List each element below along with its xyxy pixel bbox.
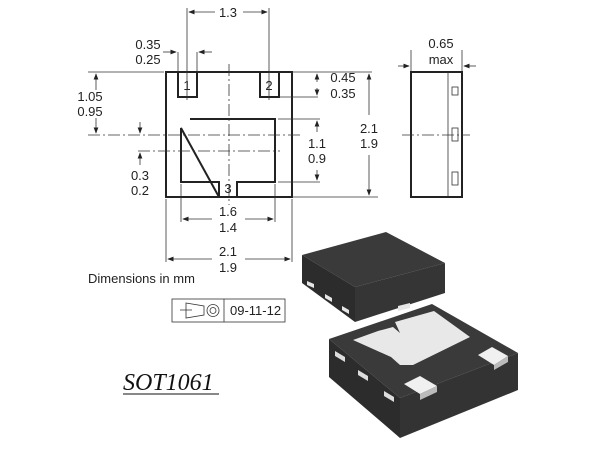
dim-thickness-label: max (429, 52, 454, 67)
dim-pin-length-min: 0.35 (330, 86, 355, 101)
projection-circle-icon (206, 304, 220, 317)
pin-2-pad (259, 71, 280, 98)
units-note: Dimensions in mm (88, 271, 195, 286)
side-body-outline (410, 71, 463, 198)
dim-notch-max: 0.3 (131, 168, 149, 183)
side-view: 0.65 max (398, 36, 476, 198)
side-pin (451, 127, 459, 142)
dim-body-length-min: 1.9 (360, 136, 378, 151)
dimension-lines (88, 8, 378, 262)
dim-pin-length-max: 0.45 (330, 70, 355, 85)
dim-pad-offset-min: 0.95 (77, 104, 102, 119)
package-title: SOT1061 (123, 370, 214, 396)
dim-pad-width-min: 1.4 (219, 220, 237, 235)
dim-pad-height-max: 1.1 (308, 136, 326, 151)
dim-pad-height-min: 0.9 (308, 151, 326, 166)
dim-body-width-min: 1.9 (219, 260, 237, 275)
dim-pin-width-max: 0.35 (135, 37, 160, 52)
dim-pad-width-max: 1.6 (219, 204, 237, 219)
bottom-view: 1 2 3 (88, 64, 300, 205)
dim-pin-pitch: 1.3 (219, 5, 237, 20)
projection-cone-icon (180, 302, 205, 319)
dim-body-width-max: 2.1 (219, 244, 237, 259)
pin-1-pad (177, 71, 198, 98)
pin-3-label: 3 (224, 181, 231, 196)
dim-thickness-value: 0.65 (428, 36, 453, 51)
revision-date: 09-11-12 (230, 303, 281, 318)
side-pin (451, 171, 459, 186)
package-3d-top (302, 232, 445, 322)
side-pin (451, 86, 459, 96)
package-3d-bottom (329, 304, 518, 438)
dim-pad-offset-max: 1.05 (77, 89, 102, 104)
dim-body-length-max: 2.1 (360, 121, 378, 136)
dim-pin-width-min: 0.25 (135, 52, 160, 67)
projection-symbol-box: 09-11-12 (171, 298, 286, 323)
dim-notch-min: 0.2 (131, 183, 149, 198)
